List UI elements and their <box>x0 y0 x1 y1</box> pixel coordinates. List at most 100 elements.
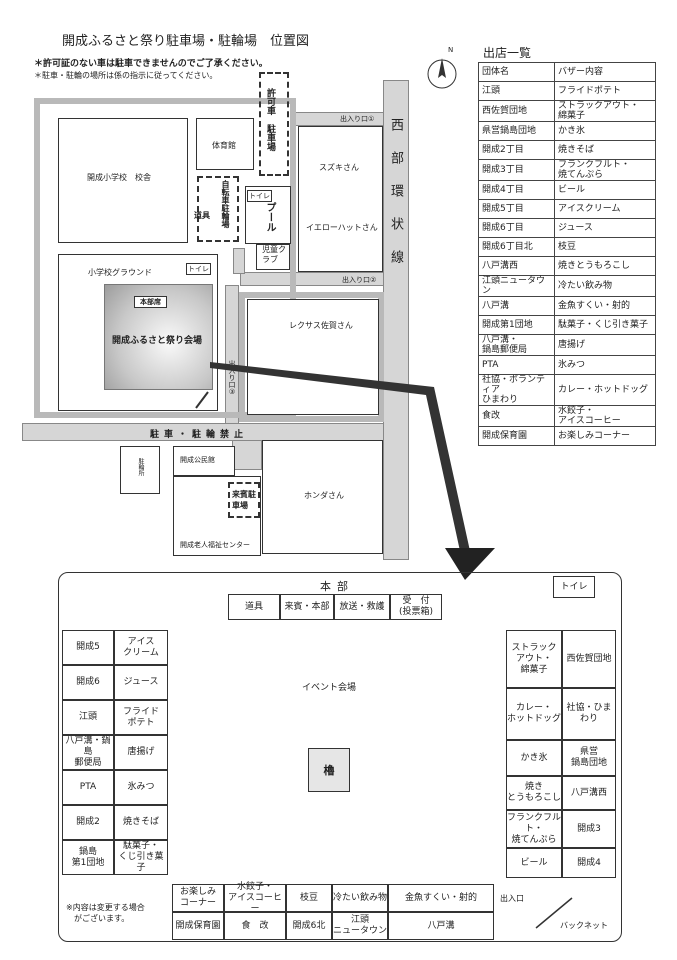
permit-parking <box>259 72 289 176</box>
guest-parking <box>228 482 260 518</box>
pool-label: プール <box>264 202 275 232</box>
road-pool-side <box>233 248 245 274</box>
event-layout <box>58 572 622 942</box>
top-booth: 受 付 (投票箱) <box>390 594 442 620</box>
kids-club <box>256 244 290 270</box>
stall-item: 焼きとうもろこし <box>554 256 656 276</box>
west-road-label: 西部環状線 <box>388 118 403 283</box>
lexus-label: レクサス佐賀さん <box>289 321 353 330</box>
stall-group: 江頭ニュータウン <box>478 275 555 297</box>
layout-backnet-label: バックネット <box>560 921 608 930</box>
pool <box>245 186 291 244</box>
stall-item: 駄菓子・くじ引き菓子 <box>554 315 656 335</box>
stall-group: 開成2丁目 <box>478 140 555 160</box>
tools-label: 道具 <box>194 211 210 220</box>
school-fence <box>34 98 296 418</box>
bottom-booth-group: 開成6北 <box>286 912 332 940</box>
stall-row: 西佐賀団地ストラックアウト・ 綿菓子 <box>478 100 656 122</box>
bottom-booth-item: 金魚すくい・射的 <box>388 884 494 912</box>
stall-group: 開成5丁目 <box>478 199 555 219</box>
school-building <box>58 118 188 243</box>
bottom-booth-group: 食 改 <box>224 912 286 940</box>
top-booth: 放送・救護 <box>334 594 390 620</box>
notice-follow: ＊駐車・駐輪の場所は係の指示に従ってください。 <box>34 71 218 80</box>
stall-row: 開成保育園お楽しみコーナー <box>478 426 656 446</box>
north-compass-icon <box>425 48 459 94</box>
right-booth-item: フランクフルト・ 焼てんぷら <box>506 810 562 848</box>
stall-group: 開成6丁目北 <box>478 237 555 257</box>
hall-label: 開成公民館 <box>180 456 215 464</box>
stall-item: 冷たい飲み物 <box>554 275 656 297</box>
left-booth-group: 開成6 <box>62 665 114 700</box>
top-booth: 道具 <box>228 594 280 620</box>
stall-row: 江頭フライドポテト <box>478 81 656 101</box>
right-booth-group: 西佐賀団地 <box>562 630 616 688</box>
left-booth-group: 江頭 <box>62 700 114 735</box>
stall-group: 西佐賀団地 <box>478 100 555 122</box>
station-label: 駐輪所 <box>137 458 144 476</box>
community-hall <box>173 446 235 476</box>
stall-item: ビール <box>554 180 656 200</box>
stall-group: 開成第1団地 <box>478 315 555 335</box>
stall-item: 金魚すくい・射的 <box>554 296 656 316</box>
stall-row: 開成2丁目焼きそば <box>478 140 656 160</box>
layout-toilet: トイレ <box>553 576 595 598</box>
stall-row: 八戸溝西焼きとうもろこし <box>478 256 656 276</box>
stall-item: お楽しみコーナー <box>554 426 656 446</box>
road-middle <box>240 272 384 286</box>
school-label: 開成小学校 校舎 <box>87 173 151 182</box>
stall-item: 枝豆 <box>554 237 656 257</box>
west-ring-road <box>383 80 409 560</box>
stall-row: 開成4丁目ビール <box>478 180 656 200</box>
stall-group: 開成3丁目 <box>478 159 555 181</box>
stall-row: 食改水餃子・ アイスコーヒー <box>478 405 656 427</box>
gym-label: 体育館 <box>212 141 236 150</box>
permit-parking-label: 許可車 駐車場 <box>265 88 275 151</box>
backnet-line-icon <box>535 897 573 929</box>
right-booth-group: 開成4 <box>562 848 616 878</box>
road-lower-vertical <box>232 440 262 470</box>
bottom-booth-item: 水餃子・ アイスコーヒー <box>224 882 286 914</box>
stall-group: 八戸溝西 <box>478 256 555 276</box>
left-booth-item: フライド ポテト <box>114 700 168 735</box>
zoom-arrow-icon <box>195 362 495 580</box>
left-booth-item: ジュース <box>114 665 168 700</box>
page-title: 開成ふるさと祭り駐車場・駐輪場 位置図 <box>62 34 310 49</box>
stall-group: 八戸溝 <box>478 296 555 316</box>
bike-parking <box>197 176 239 242</box>
bottom-booth-item: お楽しみ コーナー <box>172 884 224 912</box>
exit-1-label: 出入り口① <box>340 115 375 123</box>
compass-label: N <box>448 46 454 54</box>
layout-hq-label: 本部 <box>320 580 354 593</box>
stall-row: 開成3丁目フランクフルト・ 焼てんぷら <box>478 159 656 181</box>
stall-item: 水餃子・ アイスコーヒー <box>554 405 656 427</box>
left-booth-group: 開成2 <box>62 805 114 840</box>
venue-label: 開成ふるさと祭り会場 <box>112 336 203 346</box>
venue-hq-label: 本部席 <box>134 296 167 308</box>
bottom-booth-group: 八戸溝 <box>388 912 494 940</box>
bottom-booth-group: 江頭 ニュータウン <box>332 912 388 940</box>
ground-label: 小学校グラウンド <box>88 268 152 277</box>
stall-row: 社協・ボランティア ひまわりカレー・ホットドッグ <box>478 374 656 406</box>
stall-item: フランクフルト・ 焼てんぷら <box>554 159 656 181</box>
stalls-header-row: 団体名 バザー内容 <box>478 62 656 82</box>
right-booth-item: 焼き とうもろこし <box>506 776 562 810</box>
suzuki-store <box>298 126 383 272</box>
stalls-table: 団体名 バザー内容 江頭フライドポテト西佐賀団地ストラックアウト・ 綿菓子県営鍋… <box>478 62 656 446</box>
elderly-center-label: 開成老人福祉センター <box>180 541 250 549</box>
stall-group: 開成6丁目 <box>478 218 555 238</box>
stall-item: 唐揚げ <box>554 334 656 356</box>
stall-row: 八戸溝・ 鍋島郵便局唐揚げ <box>478 334 656 356</box>
top-booth: 来賓・本部 <box>280 594 334 620</box>
right-booth-group: 社協・ひまわり <box>562 688 616 740</box>
suzuki-label: スズキさん <box>319 163 359 172</box>
stall-group: 県営鍋島団地 <box>478 121 555 141</box>
stall-item: フライドポテト <box>554 81 656 101</box>
left-booth-group: 開成5 <box>62 630 114 665</box>
stall-row: 八戸溝金魚すくい・射的 <box>478 296 656 316</box>
right-booth-item: カレー・ ホットドッグ <box>506 688 562 740</box>
right-booth-item: かき氷 <box>506 740 562 776</box>
bottom-booth-group: 開成保育園 <box>172 912 224 940</box>
left-booth-group: PTA <box>62 770 114 805</box>
